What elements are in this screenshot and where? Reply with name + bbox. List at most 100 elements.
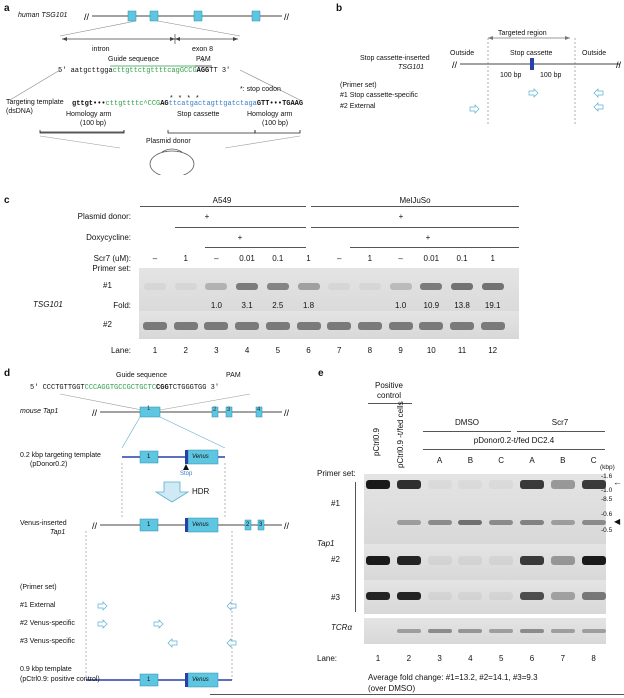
c-band-row1: [205, 283, 228, 290]
panel-e-label: e: [318, 368, 324, 379]
e-primer-set: Primer set:: [317, 469, 356, 478]
plus-plasmid-a549: +: [204, 212, 210, 221]
bp-right: 100 bp: [540, 72, 562, 79]
b-primer-set: (Primer set): [340, 82, 377, 89]
svg-text://: //: [284, 408, 290, 418]
e-positive: Positive: [374, 381, 404, 390]
d-primer-2: #2 Venus-specific: [20, 620, 75, 627]
c-lane-number: 1: [152, 346, 158, 355]
e-marker-1: -1.6: [601, 473, 613, 480]
e-band-row2: [550, 556, 575, 565]
scr7-value: –: [398, 254, 403, 263]
e-band-tcr: [489, 629, 514, 633]
cell-line-a549: A549: [212, 196, 232, 205]
e-band-row1-lower: [489, 520, 514, 525]
outside-right-label: Outside: [582, 50, 607, 57]
c-band-row1: [389, 283, 412, 290]
e-band-row3: [366, 592, 390, 600]
e-band-row2: [520, 556, 544, 565]
c-band-row1: [481, 283, 504, 290]
e-donor: pDonor0.2-t/fed DC2.4: [473, 436, 555, 445]
e-band-row3: [581, 592, 606, 600]
b-primer-2: #2 External: [340, 103, 376, 110]
e-lane-number: 1: [375, 654, 381, 663]
b-primer-1: #1 Stop cassette-specific: [340, 92, 418, 99]
e-band-row1-upper: [520, 480, 544, 489]
scr7-value: 0.01: [423, 254, 440, 263]
c-lane-number: 12: [488, 346, 498, 355]
panel-b-label: b: [336, 3, 343, 14]
e-band-tcr: [458, 629, 483, 633]
c-band-row1: [174, 283, 197, 290]
e-band-tcr: [396, 629, 421, 633]
e-lane-number: 7: [560, 654, 566, 663]
c-band-row1: [236, 283, 259, 290]
c-lane-number: 11: [457, 346, 467, 355]
fold-value: 3.1: [241, 301, 253, 310]
d-seq-post: TCTGGGTGG: [168, 384, 207, 392]
d-ins-exon3: 3: [259, 522, 263, 528]
plus-plasmid-meljuso: +: [398, 212, 404, 221]
d-tmpl-venus: Venus: [192, 454, 209, 460]
e-band-row1-lower: [550, 520, 575, 525]
c-lane-number: 10: [426, 346, 436, 355]
stop-codon-note: *: stop codon: [240, 86, 281, 93]
c-band-row2: [235, 322, 260, 330]
c-band-row1: [297, 283, 320, 290]
c-row2-label: #2: [103, 320, 112, 329]
e-row3-label: #3: [331, 593, 340, 602]
c-band-row2: [204, 322, 229, 330]
e-band-row1-upper: [581, 480, 606, 489]
seq-pam: AGG: [196, 67, 210, 75]
d-exon-4: 4: [257, 407, 261, 413]
d-ins-venus: Venus: [192, 522, 209, 528]
plus-dox-a549: +: [237, 233, 243, 242]
d-tmpl-label: 0.2 kbp targeting template: [20, 452, 101, 459]
e-lane-number: 6: [529, 654, 535, 663]
e-band-row1-upper: [550, 480, 575, 489]
targeted-region-label: Targeted region: [498, 30, 547, 37]
e-kbp: (kbp): [600, 464, 615, 471]
stop-stars: * * * *: [170, 95, 201, 102]
fold-value: 1.8: [302, 301, 315, 310]
e-lane1-label: pCtrl0.9: [372, 427, 381, 456]
e-band-row1-lower: [458, 520, 483, 525]
seq-intron: aatgcttgga: [70, 67, 113, 75]
e-marker-4: -0.6: [601, 511, 613, 518]
c-band-row1: [328, 283, 351, 290]
c-band-row1: [420, 283, 443, 290]
e-band-row2: [427, 556, 452, 565]
c-band-row2: [296, 322, 321, 330]
outside-left-label: Outside: [450, 50, 475, 57]
plus-dox-meljuso: +: [425, 233, 431, 242]
plasmid-donor-label: Plasmid donor: [146, 138, 191, 145]
fold-value: 10.9: [423, 301, 440, 310]
template-seq: gttgt•••cttgttttc^CCGAGttcatgactagttgatc…: [72, 101, 303, 108]
svg-text://: //: [616, 60, 622, 70]
scr7-value: 0.1: [456, 254, 468, 263]
e-scr7: Scr7: [551, 418, 569, 427]
d-exon-2: 2: [213, 407, 217, 413]
c-band-row2: [388, 322, 413, 330]
d-seq-3prime: 3': [210, 384, 220, 392]
e-abc-label: A: [436, 456, 443, 465]
c-band-row1: [266, 283, 289, 290]
e-lane-number: 4: [468, 654, 473, 663]
c-band-row1: [144, 283, 166, 290]
tmpl-stop: ttcatgactagttgatctaga: [168, 100, 257, 108]
d-09-venus: Venus: [192, 677, 209, 683]
e-avg: Average fold change: #1=13.2, #2=14.1, #…: [368, 673, 538, 682]
e-band-row3: [489, 592, 514, 600]
fold-value: 1.0: [210, 301, 222, 310]
e-abc-label: B: [467, 456, 474, 465]
inserted-label: Stop cassette-inserted: [360, 55, 430, 62]
c-band-row2: [450, 322, 474, 330]
e-band-tcr: [520, 629, 544, 633]
d-tmpl09: 0.9 kbp template: [20, 666, 72, 673]
arm-right-label: Homology arm: [247, 111, 293, 118]
e-lane-number: 8: [591, 654, 596, 663]
svg-text://: //: [452, 60, 458, 70]
dsdna-label: (dsDNA): [6, 108, 33, 115]
e-row2-label: #2: [331, 555, 340, 564]
exon8-label: exon 8: [192, 46, 214, 53]
